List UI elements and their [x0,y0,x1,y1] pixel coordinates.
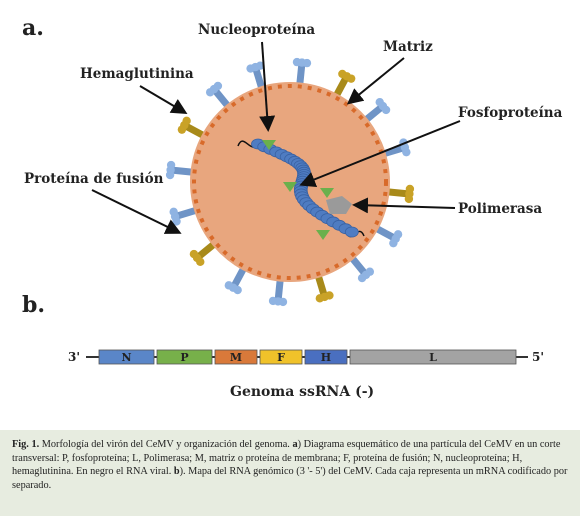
caption-a-text: ) Diagrama esquemático de una partícula … [12,439,561,478]
hemagglutinin-spike [169,206,200,226]
gene-label: P [180,351,188,364]
gene-box-L: L [349,349,517,365]
phosphoprotein-marker [316,230,330,240]
fusion-protein-spike [177,116,208,140]
arrow-polimerasa [352,197,456,214]
end-3-prime: 3' [68,350,80,364]
gene-label: L [429,351,437,364]
gene-box-P: P [156,349,213,365]
gene-label: F [277,351,285,364]
gene-box-N: N [98,349,155,365]
gene-label: H [321,351,331,364]
caption-b-letter: b [173,466,180,478]
gene-box-M: M [214,349,258,365]
panel-b-letter: b. [22,292,45,318]
caption-a-letter: a [292,439,298,450]
hemagglutinin-spike [362,97,391,124]
hemagglutinin-spike [348,254,375,283]
label-nucleoproteina: Nucleoproteína [198,22,315,38]
end-5-prime: 5' [532,350,544,364]
figure-caption: Fig. 1. Morfología del virón del CeMV y … [0,430,580,516]
arrow-proteina-fusion [91,189,182,234]
caption-fig-number: Fig. 1. [12,439,40,450]
hemagglutinin-spike [372,224,403,248]
gene-label: M [230,351,242,364]
label-hemaglutinina: Hemaglutinina [80,66,194,82]
arrow-matriz [346,57,405,105]
hemagglutinin-spike [224,264,248,295]
fusion-protein-spike [189,240,218,267]
polymerase-shape [326,196,352,214]
label-polimerasa: Polimerasa [458,201,542,217]
label-fosfoproteina: Fosfoproteína [458,105,563,121]
figure-area: a. b. Nucleoproteína Matriz Hemaglutinin… [22,15,563,400]
hemagglutinin-spike [246,61,266,92]
virus-diagram: a. b. Nucleoproteína Matriz Hemaglutinin… [22,15,563,400]
gene-label: N [121,351,131,364]
genome-label: Genoma ssRNA (-) [230,384,374,400]
caption-intro: Morfología del virón del CeMV y organiza… [39,439,293,450]
caption-b-text: ). Mapa del RNA genómico (3 '- 5') del C… [12,466,568,491]
label-proteina-fusion: Proteína de fusión [24,171,164,187]
hemagglutinin-spike [205,81,232,110]
phosphoprotein-marker [320,188,334,198]
matrix-layer [192,84,388,280]
arrow-nucleoproteina [259,41,276,132]
fusion-protein-spike [314,272,334,303]
gene-box-H: H [304,349,348,365]
gene-box-F: F [259,349,303,365]
arrow-hemaglutinina [139,85,188,115]
fusion-protein-spike [332,69,356,100]
nucleoprotein-bead [344,226,359,238]
arrow-fosfoproteina [299,120,461,187]
label-matriz: Matriz [383,39,433,55]
panel-a-letter: a. [22,15,44,41]
phosphoprotein-marker [262,140,276,150]
phosphoprotein-marker [283,182,297,192]
